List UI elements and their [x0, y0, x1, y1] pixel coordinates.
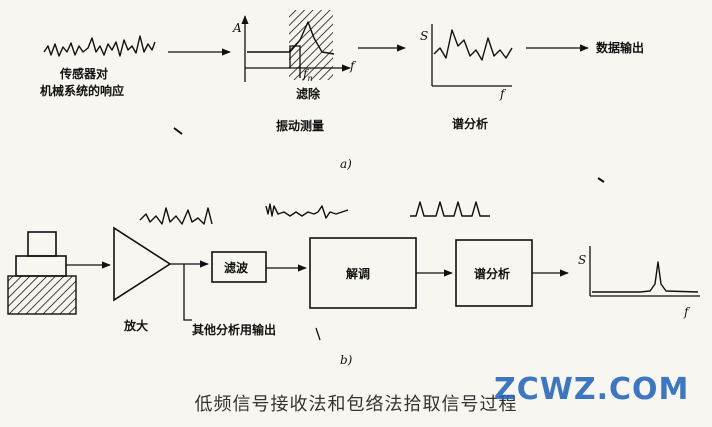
amplifier-symbol: [113, 226, 172, 302]
spectrum-label: 谱分析: [452, 116, 488, 131]
watermark: ZCWZ.COM: [494, 372, 690, 407]
output-label: 数据输出: [596, 40, 644, 55]
vibration-label: 振动测量: [276, 118, 324, 133]
envelope-signal: [410, 201, 490, 217]
filter-box-label: 滤波: [224, 260, 249, 275]
other-output-tick: [315, 327, 321, 341]
input-signal: [43, 35, 156, 57]
demod-box-label: 解调: [346, 266, 370, 281]
part-a-tag: a): [340, 157, 352, 171]
filtered-signal: [265, 203, 349, 219]
amplified-signal: [139, 207, 213, 225]
scan-mark: [173, 127, 183, 135]
result-spectrum: S f: [578, 246, 700, 319]
part-b: 放大 其他分析用输出 滤波 解调 谱分析 S f: [7, 201, 700, 367]
filter-cutoff: [289, 45, 301, 78]
figure-caption: 低频信号接收法和包络法拾取信号过程: [194, 394, 518, 415]
filter-box: [211, 251, 267, 283]
spectrum-axis-x-label: f: [499, 87, 507, 101]
other-output-label: 其他分析用输出: [192, 322, 276, 337]
input-label-line1: 传感器对: [59, 66, 108, 81]
part-b-tag: b): [340, 353, 353, 367]
spectrum-axis-y-label: S: [420, 29, 428, 43]
result-axis-x-label: f: [683, 305, 691, 319]
result-axis-y-label: S: [578, 253, 586, 267]
filter-axis-x-label: f: [349, 59, 357, 73]
spectrum-box-label: 谱分析: [474, 266, 510, 281]
filter-axis-y-label: A: [232, 21, 242, 35]
input-label-line2: 机械系统的响应: [40, 83, 124, 98]
part-a: 传感器对 机械系统的响应 A f fn 滤除 振动测量 S f 谱分析 数据输出: [40, 10, 644, 171]
scan-mark: [597, 177, 605, 183]
filter-plot: A f fn 滤除: [232, 10, 357, 101]
sensor-icon: [7, 231, 77, 315]
spectrum-curve-a: [433, 29, 513, 61]
filter-fn-label: fn: [302, 67, 313, 83]
amp-label: 放大: [123, 318, 148, 333]
spectrum-plot-a: S f 谱分析: [420, 24, 513, 131]
result-peak-curve: [592, 261, 699, 293]
filter-name-label: 滤除: [296, 86, 321, 101]
other-output-branch: [183, 264, 192, 321]
